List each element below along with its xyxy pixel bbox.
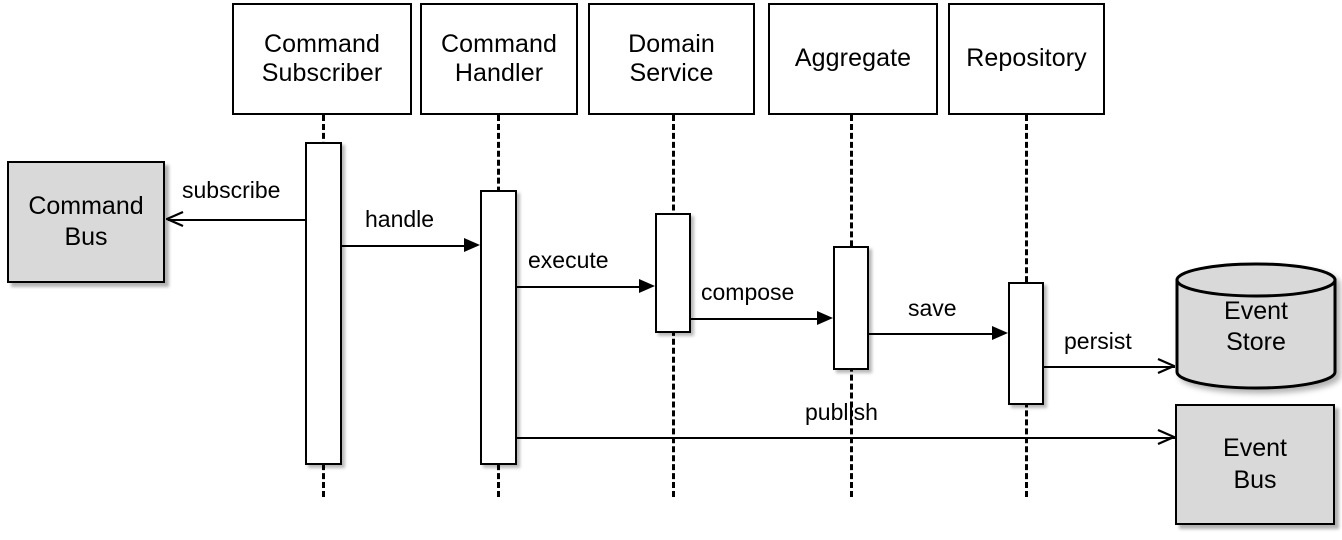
activation-bar-aggregate (833, 246, 869, 370)
arrowhead-save-icon (992, 326, 1008, 340)
external-node-label-line: Event (1223, 434, 1287, 463)
message-label-persist: persist (1064, 328, 1132, 354)
message-label-execute: execute (528, 247, 609, 273)
participant-command-subscriber[interactable]: Command Subscriber (232, 3, 412, 115)
participant-label-line: Command (263, 29, 381, 58)
message-line-persist (1044, 366, 1175, 368)
message-line-save (869, 333, 993, 335)
participant-label-line: Aggregate (794, 44, 912, 73)
external-node-event-store[interactable]: Event Store (1175, 262, 1337, 390)
participant-label-line: Handler (454, 59, 544, 87)
participant-repository[interactable]: Repository (948, 3, 1105, 115)
message-line-handle (342, 245, 466, 247)
cylinder-shape-icon (1175, 262, 1337, 390)
message-label-publish: publish (805, 399, 878, 425)
participant-label-line: Repository (966, 44, 1087, 73)
arrowhead-compose-icon (817, 311, 833, 325)
external-node-label-line: Command (28, 191, 144, 220)
message-line-publish (516, 437, 1175, 439)
message-label-compose: compose (701, 279, 795, 305)
message-label-subscribe: subscribe (182, 177, 281, 203)
message-line-subscribe (168, 219, 305, 221)
arrowhead-handle-icon (464, 238, 480, 252)
participant-label-line: Service (629, 59, 714, 87)
external-node-label-line: Bus (1233, 465, 1277, 494)
arrowhead-execute-icon (639, 279, 655, 293)
message-label-handle: handle (365, 206, 435, 232)
participant-label-line: Subscriber (261, 59, 383, 87)
message-line-compose (691, 318, 818, 320)
arrowhead-subscribe-icon (166, 211, 184, 227)
activation-bar-repository (1008, 282, 1044, 405)
arrowhead-persist-icon (1157, 358, 1175, 374)
message-line-execute (516, 286, 640, 288)
external-node-event-bus[interactable]: Event Bus (1175, 404, 1335, 525)
participant-label-line: Domain (628, 29, 715, 58)
message-label-save: save (908, 295, 957, 321)
external-node-command-bus[interactable]: Command Bus (7, 161, 165, 283)
participant-label-line: Command (440, 29, 558, 58)
activation-bar-command-subscriber (305, 142, 342, 465)
activation-bar-domain-service (655, 213, 691, 333)
arrowhead-publish-icon (1157, 429, 1175, 445)
external-node-label-line: Bus (64, 223, 108, 251)
participant-domain-service[interactable]: Domain Service (588, 3, 755, 115)
activation-bar-command-handler (480, 190, 517, 465)
participant-aggregate[interactable]: Aggregate (768, 3, 938, 115)
participant-command-handler[interactable]: Command Handler (420, 3, 578, 115)
